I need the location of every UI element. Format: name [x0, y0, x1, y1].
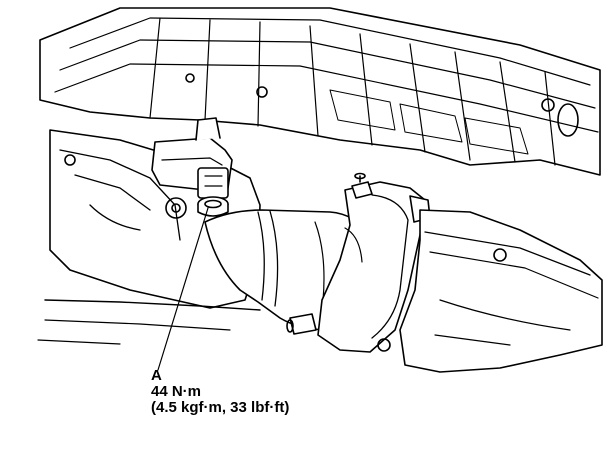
flange-nut	[197, 196, 229, 217]
torque-value-alt: (4.5 kgf·m, 33 lbf·ft)	[151, 399, 290, 416]
callout-leader-line	[157, 207, 209, 371]
floor-panel	[37, 299, 261, 345]
pipe-flange	[286, 172, 431, 353]
transmission-housing	[39, 7, 601, 176]
catalytic-converter	[399, 209, 603, 373]
torque-callout: A 44 N·m (4.5 kgf·m, 33 lbf·ft)	[151, 368, 289, 416]
mounting-bracket	[151, 117, 233, 199]
torque-value-nm: 44 N·m	[151, 383, 202, 400]
callout-letter: A	[151, 367, 162, 384]
